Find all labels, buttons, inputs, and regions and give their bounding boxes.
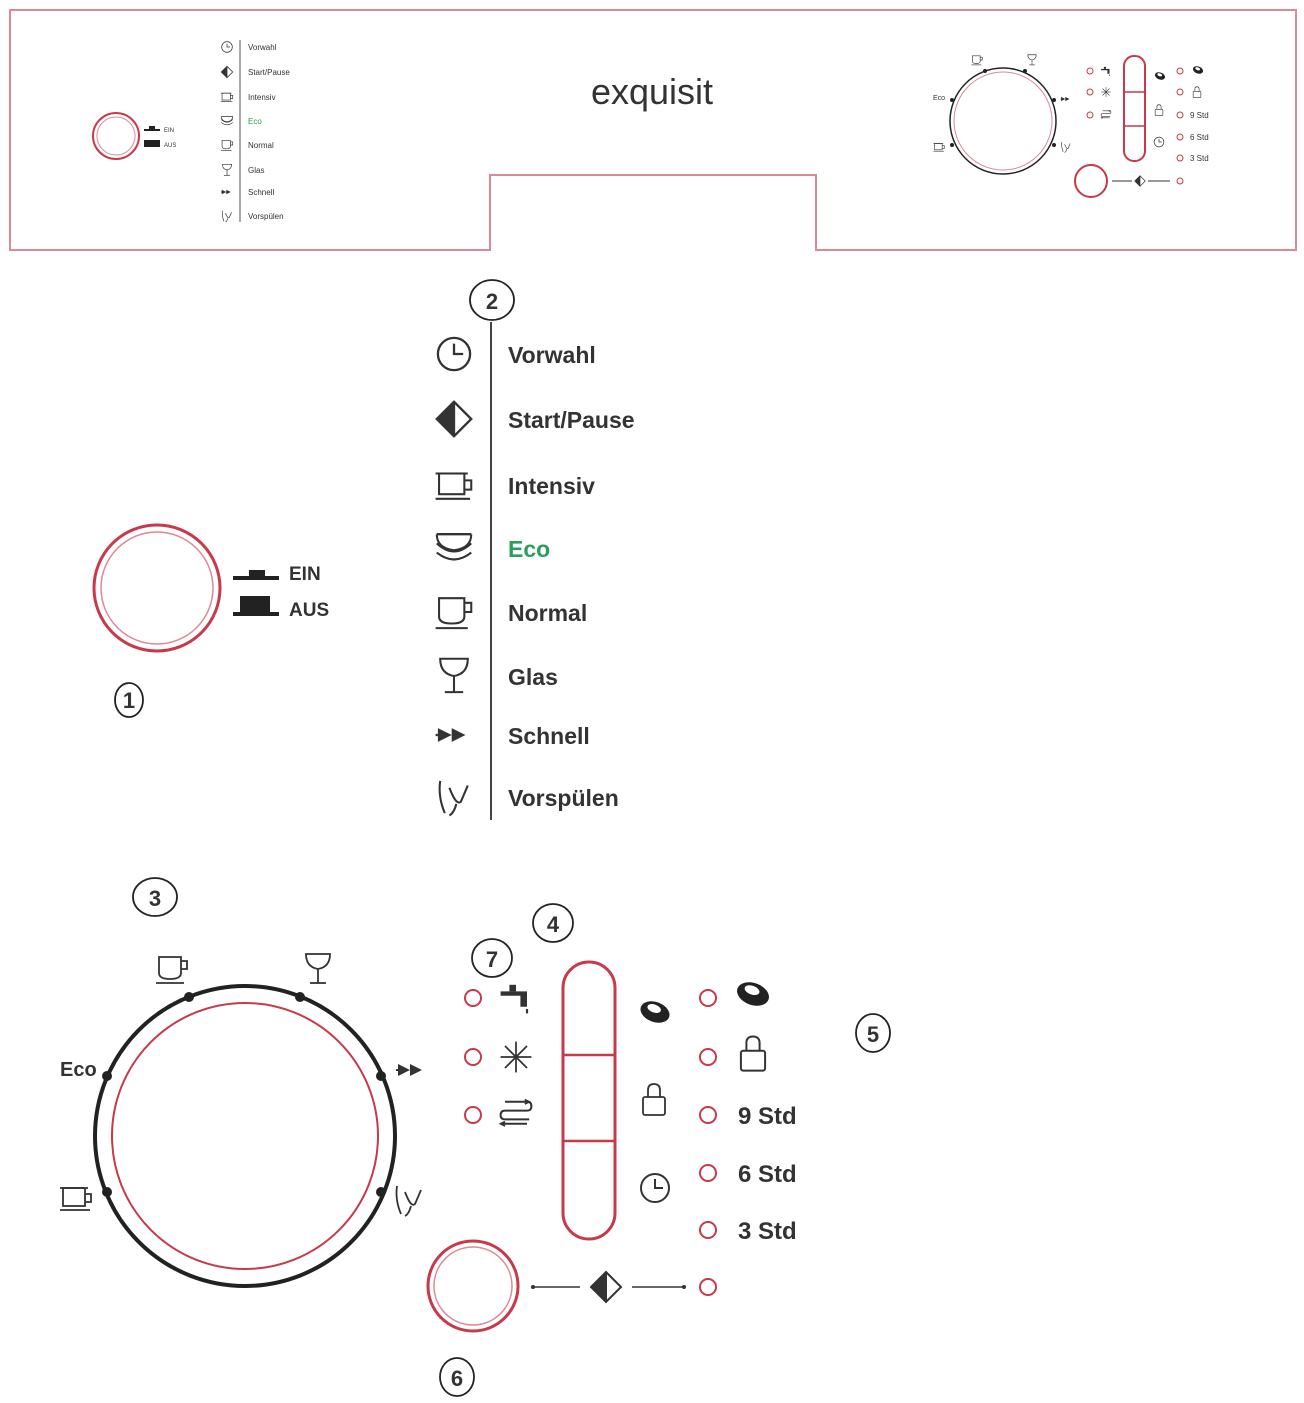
panel-power-off-label: AUS	[164, 143, 176, 149]
indicator-led	[699, 1164, 717, 1182]
indicator-label: 9 Std	[738, 1103, 797, 1130]
program-label: Normal	[508, 600, 587, 626]
power-button[interactable]	[92, 523, 222, 653]
callout-3: 3	[149, 886, 161, 911]
panel-program-dial[interactable]	[949, 67, 1057, 175]
warning-led	[464, 1106, 482, 1124]
panel-program-label: Eco	[248, 117, 262, 126]
panel-dial-eco-label: Eco	[933, 95, 945, 102]
start-pause-icon	[220, 65, 234, 79]
salt-icon	[499, 1098, 533, 1127]
program-label: Start/Pause	[508, 407, 635, 433]
callout-5: 5	[867, 1022, 879, 1047]
callout-1: 1	[123, 688, 135, 713]
panel-program-label: Intensiv	[248, 93, 276, 102]
program-label: Eco	[508, 536, 550, 562]
indicator-led	[699, 1106, 717, 1124]
clock-icon	[221, 41, 233, 53]
indicator-led	[699, 1048, 717, 1066]
indicator-label: 3 Std	[738, 1218, 797, 1245]
glass-icon	[439, 657, 469, 694]
indicator-led	[699, 989, 717, 1007]
panel-program-label: Start/Pause	[248, 68, 290, 77]
warning-led	[464, 1048, 482, 1066]
glass-icon	[222, 163, 232, 176]
dial-fast-forward-icon	[395, 1063, 423, 1077]
panel-6std-label: 6 Std	[1190, 133, 1209, 142]
power-off-label: AUS	[289, 600, 329, 621]
program-label: Vorwahl	[508, 342, 596, 368]
callout-7: 7	[486, 947, 498, 972]
start-pause-icon	[435, 400, 473, 438]
dial-pot-icon	[59, 1187, 92, 1211]
power-on-label: EIN	[289, 564, 321, 585]
rinse-aid-icon	[499, 1040, 533, 1074]
panel-9std-label: 9 Std	[1190, 111, 1209, 120]
program-dial[interactable]	[93, 984, 397, 1288]
panel-power-on-label: EIN	[164, 128, 174, 134]
brand-logo: exquisit	[591, 71, 713, 112]
dial-eco-label: Eco	[60, 1059, 97, 1081]
callout-6: 6	[451, 1366, 463, 1391]
option-selector[interactable]	[561, 960, 617, 1241]
program-label: Vorspülen	[508, 785, 619, 811]
panel-program-label: Vorwahl	[248, 43, 277, 52]
program-label: Intensiv	[508, 473, 595, 499]
pot-icon	[434, 472, 473, 500]
panel-overview: exquisit EIN AUS VorwahlStart/PauseInten…	[9, 9, 1297, 251]
rinse-icon	[221, 210, 232, 223]
dial-glass-icon	[305, 953, 331, 984]
rinse-icon	[438, 779, 469, 817]
warning-led	[464, 989, 482, 1007]
lock-icon	[739, 1035, 767, 1072]
panel-power-button[interactable]	[92, 112, 140, 160]
plates-icon	[220, 116, 234, 126]
dial-cup-icon	[155, 956, 188, 984]
fast-forward-icon	[220, 189, 232, 195]
detail-program-list: 2 VorwahlStart/PauseIntensivEcoNormalGla…	[434, 279, 635, 820]
panel-program-label: Vorspülen	[248, 212, 284, 221]
start-button[interactable]	[426, 1239, 520, 1333]
indicator-label: 6 Std	[738, 1161, 797, 1188]
detail-options: 4 7 5 9 Std 6 Std 3 Std 6	[426, 903, 891, 1397]
program-label: Glas	[508, 664, 558, 690]
panel-program-label: Schnell	[248, 188, 274, 197]
detail-program-dial: 3 Eco	[59, 877, 423, 1288]
detail-power: EIN AUS 1	[92, 523, 329, 718]
selector-lock-icon	[642, 1083, 666, 1116]
panel-3std-label: 3 Std	[1190, 154, 1209, 163]
start-pause-icon	[590, 1271, 622, 1303]
plates-icon	[435, 533, 473, 561]
water-tap-icon	[499, 983, 529, 1015]
cup-icon	[220, 140, 234, 151]
cup-icon	[434, 597, 473, 630]
start-led	[699, 1278, 717, 1296]
panel-program-list: VorwahlStart/PauseIntensivEcoNormalGlasS…	[220, 41, 290, 223]
dial-rinse-icon	[395, 1185, 422, 1217]
selector-tablet-icon	[637, 997, 673, 1027]
panel-start-button[interactable]	[1074, 164, 1108, 198]
panel-program-label: Normal	[248, 141, 274, 150]
indicator-led	[699, 1221, 717, 1239]
callout-4: 4	[547, 912, 560, 937]
program-label: Schnell	[508, 723, 590, 749]
tablet-icon	[733, 978, 773, 1010]
panel-program-label: Glas	[248, 166, 264, 175]
selector-clock-icon	[640, 1173, 670, 1203]
panel-option-selector[interactable]	[1123, 55, 1146, 162]
fast-forward-icon	[434, 726, 467, 744]
callout-2: 2	[486, 289, 498, 314]
clock-icon	[436, 336, 472, 372]
pot-icon	[220, 92, 234, 102]
